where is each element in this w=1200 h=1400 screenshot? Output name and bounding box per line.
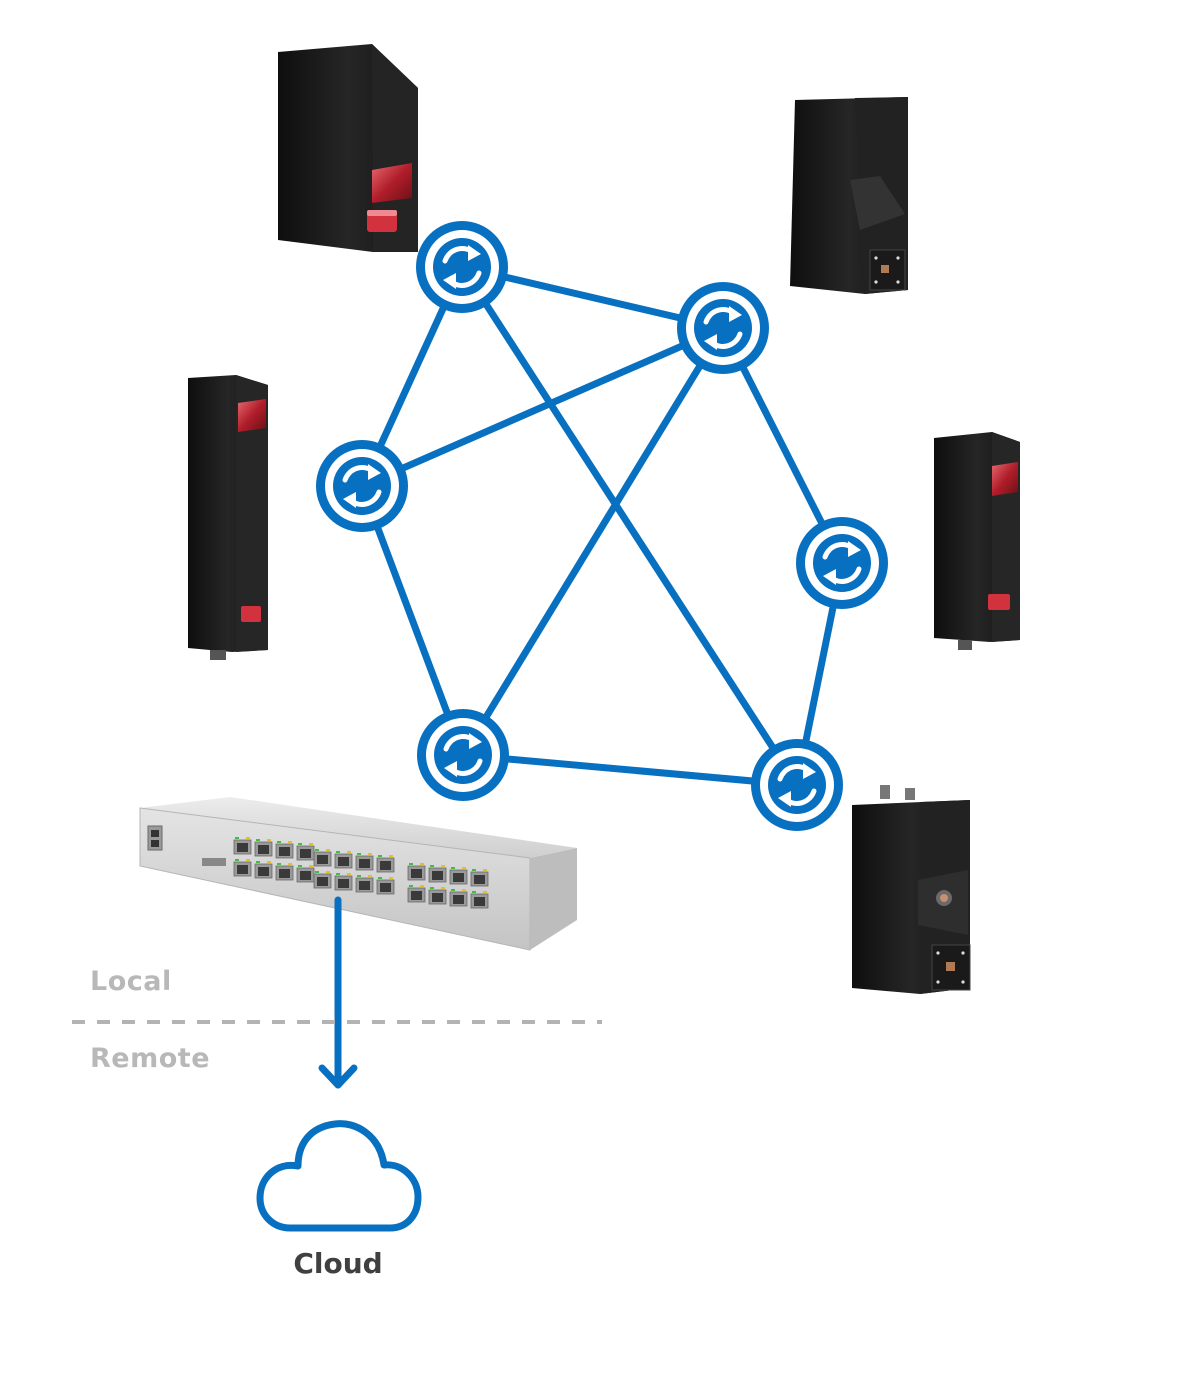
- arrow-down-icon: [318, 896, 358, 1089]
- mesh-nodes: [316, 221, 888, 831]
- local-label: Local: [90, 966, 172, 997]
- sync-icon: [677, 282, 769, 374]
- sensor-top-left: [278, 44, 418, 252]
- link-2-3: [358, 324, 727, 490]
- link-5-6: [459, 751, 801, 789]
- sync-icon: [796, 517, 888, 609]
- sync-icon: [417, 709, 509, 801]
- sync-icon: [751, 739, 843, 831]
- sensor-top-right: [790, 97, 908, 294]
- link-2-5: [459, 324, 727, 759]
- cloud-label: Cloud: [293, 1247, 383, 1280]
- cloud-icon: [256, 1120, 422, 1232]
- sensor-mid-left: [188, 375, 268, 660]
- network-switch: [139, 797, 577, 951]
- sync-icon: [416, 221, 508, 313]
- sensor-mid-right: [934, 432, 1020, 650]
- link-1-6: [458, 263, 801, 789]
- remote-label: Remote: [90, 1043, 211, 1074]
- link-3-5: [358, 482, 467, 759]
- sensor-bottom-right: [852, 785, 971, 994]
- mesh-links: [358, 263, 846, 789]
- sync-icon: [316, 440, 408, 532]
